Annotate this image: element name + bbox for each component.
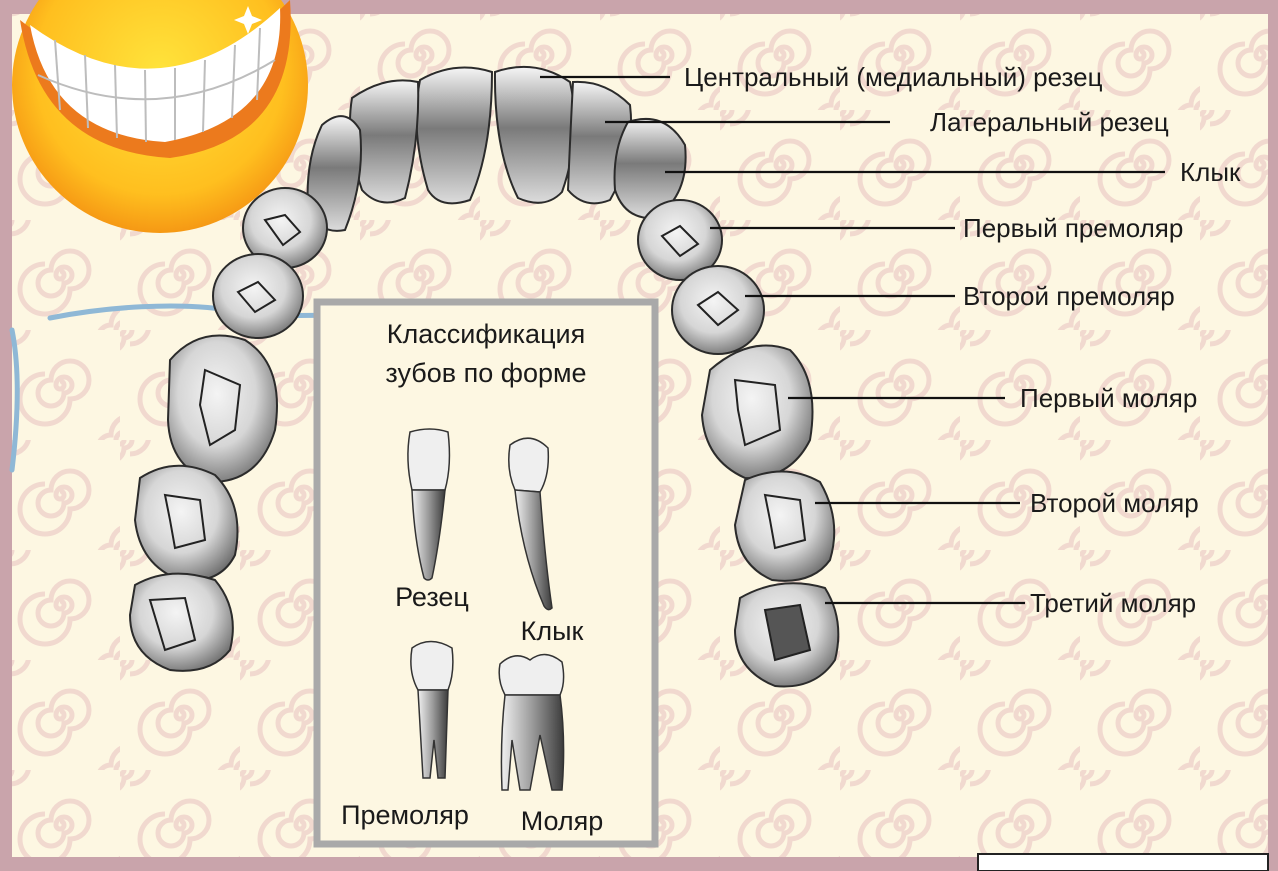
classification-inset: Классификация зубов по форме Резец Клык …: [317, 302, 655, 844]
third-molar-left: [130, 574, 233, 671]
label-second-molar: Второй моляр: [1030, 488, 1199, 518]
first-molar-right: [702, 346, 813, 479]
inset-title-line2: зубов по форме: [385, 358, 586, 388]
empty-box: [978, 854, 1268, 871]
label-third-molar: Третий моляр: [1030, 588, 1196, 618]
second-molar-right: [735, 471, 834, 580]
label-canine: Клык: [1180, 157, 1241, 187]
third-molar-right: [735, 583, 838, 686]
inset-label-canine: Клык: [521, 616, 584, 646]
second-premolar-left: [213, 254, 303, 338]
inset-label-premolar: Премоляр: [341, 800, 469, 830]
inset-title-line1: Классификация: [387, 319, 585, 349]
inset-label-molar: Моляр: [521, 806, 604, 836]
label-central-incisor: Центральный (медиальный) резец: [684, 62, 1103, 92]
label-second-premolar: Второй премоляр: [963, 281, 1175, 311]
inset-label-incisor: Резец: [395, 582, 469, 612]
second-premolar-right: [672, 266, 764, 354]
first-molar-left: [168, 336, 277, 483]
label-lateral-incisor: Латеральный резец: [930, 107, 1169, 137]
molar-side-view: [499, 654, 563, 790]
label-first-molar: Первый моляр: [1020, 383, 1197, 413]
label-first-premolar: Первый премоляр: [963, 213, 1183, 243]
